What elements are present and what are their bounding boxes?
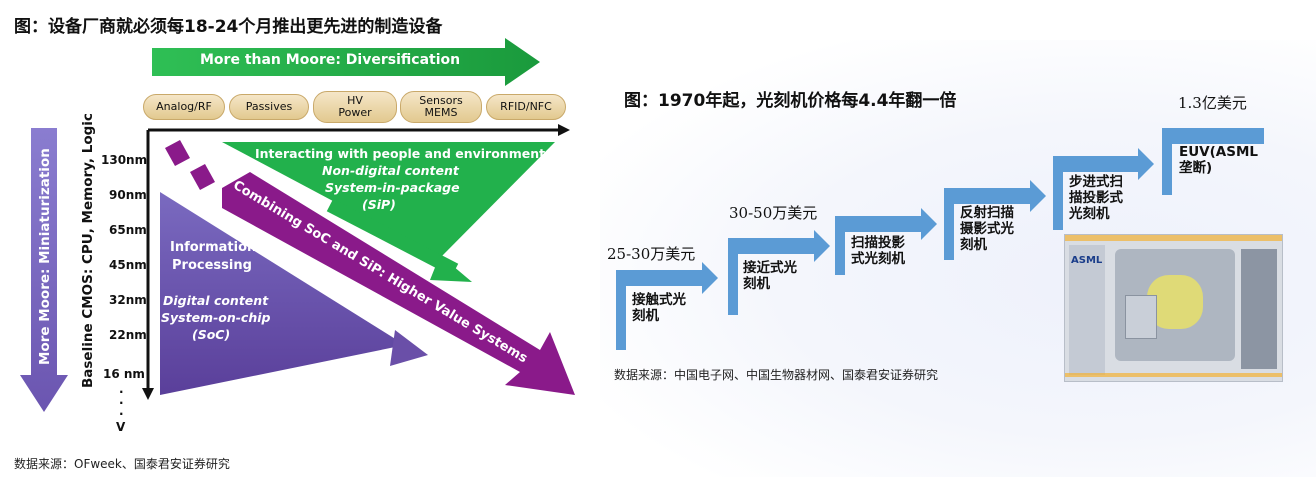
combining-arrow (222, 172, 575, 395)
node-22nm: 22nm (109, 328, 147, 342)
node-32nm: 32nm (109, 293, 147, 307)
step-5-label: 步进式扫 描投影式 光刻机 (1069, 174, 1123, 222)
sip-line-1: Interacting with people and environment (255, 146, 546, 161)
category-sensors-mems: Sensors MEMS (400, 91, 482, 123)
magenta-square-1 (165, 140, 190, 166)
magenta-square-2 (190, 164, 215, 190)
soc-triangle (160, 192, 405, 395)
left-figure-title: 图：设备厂商就必须每18-24个月推出更先进的制造设备 (14, 17, 443, 37)
soc-line-3: Digital content (163, 293, 269, 308)
left-source: 数据来源：OFweek、国泰君安证券研究 (14, 457, 230, 471)
node-dot-3: . (119, 404, 124, 418)
category-hv-power: HV Power (313, 91, 397, 123)
step-5-bracket (1053, 148, 1154, 230)
step-2-bracket (728, 230, 830, 315)
y-axis-label: Baseline CMOS: CPU, Memory, Logic (80, 113, 96, 388)
soc-line-4: System-on-chip (161, 310, 271, 325)
price-step-6: 1.3亿美元 (1178, 94, 1247, 112)
node-v: V (116, 420, 126, 434)
node-65nm: 65nm (109, 223, 147, 237)
step-1-label: 接触式光 刻机 (632, 292, 686, 324)
sip-line-3: System-in-package (325, 180, 460, 195)
sip-line-4: (SiP) (362, 197, 396, 212)
asml-logo: ASML (1071, 255, 1103, 266)
step-2-label: 接近式光 刻机 (743, 260, 797, 292)
node-90nm: 90nm (109, 188, 147, 202)
more-than-moore-label: More than Moore: Diversification (200, 52, 461, 68)
more-moore-arrow (20, 128, 68, 412)
node-45nm: 45nm (109, 258, 147, 272)
step-4-bracket (944, 180, 1046, 260)
category-rfid-nfc: RFID/NFC (486, 94, 566, 120)
step-1-bracket (616, 262, 718, 350)
moore-diagram (20, 38, 575, 412)
price-stair-diagram (616, 128, 1264, 350)
sip-line-2: Non-digital content (322, 163, 459, 178)
soc-line-1: Information (170, 240, 257, 255)
node-dot-1: . (119, 382, 124, 396)
category-passives: Passives (229, 94, 309, 120)
step-6-label: EUV(ASML 垄断) (1179, 144, 1259, 176)
more-moore-label: More Moore: Miniaturization (37, 148, 53, 365)
step-3-bracket (835, 208, 937, 275)
step-6-bracket (1162, 128, 1264, 195)
step-4-label: 反射扫描 摄影式光 刻机 (960, 205, 1014, 253)
sip-triangle (222, 142, 555, 258)
node-130nm: 130nm (101, 153, 148, 167)
category-analog-rf: Analog/RF (143, 94, 225, 120)
soc-line-2: Processing (172, 258, 252, 273)
price-step-1: 25-30万美元 (607, 245, 696, 263)
node-16nm: 16 nm (103, 367, 145, 381)
soc-line-5: (SoC) (192, 327, 231, 342)
right-figure-title: 图：1970年起，光刻机价格每4.4年翻一倍 (624, 91, 957, 111)
node-dot-2: . (119, 393, 124, 407)
step-3-label: 扫描投影 式光刻机 (851, 235, 905, 267)
more-than-moore-arrow (152, 38, 540, 86)
euv-machine-image: ASML (1064, 234, 1283, 382)
right-source: 数据来源：中国电子网、中国生物器材网、国泰君安证券研究 (614, 368, 939, 382)
price-step-2: 30-50万美元 (729, 204, 818, 222)
